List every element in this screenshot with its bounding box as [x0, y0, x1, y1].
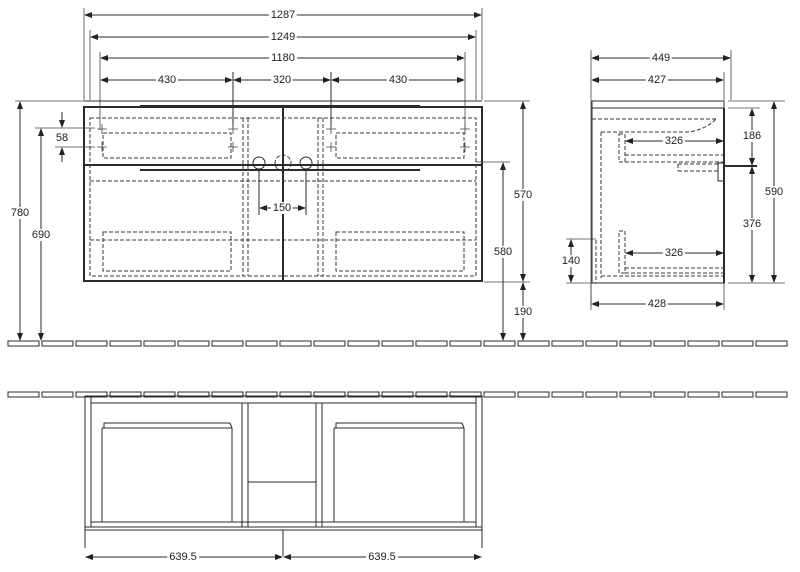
- front-view-cabinet: [83, 100, 483, 282]
- dim-tap-spacing: 150: [270, 202, 294, 214]
- dim-floor-clearance: 190: [511, 306, 535, 318]
- top-view: [84, 395, 483, 560]
- dim-top-half-left: 639.5: [167, 551, 199, 563]
- dim-width-drawers: 1180: [269, 52, 297, 64]
- dim-side-depth-bottom: 428: [645, 298, 669, 310]
- dim-width-carcass: 1249: [268, 31, 298, 43]
- dim-height-580: 580: [491, 246, 515, 258]
- front-right-dimensions: [476, 100, 530, 341]
- dim-height-570: 570: [511, 189, 535, 201]
- dim-height-780: 780: [8, 207, 32, 219]
- dim-side-height-top: 186: [740, 130, 764, 142]
- dim-side-height-total: 590: [762, 186, 786, 198]
- dim-height-690: 690: [29, 229, 53, 241]
- dim-center-segment: 320: [270, 74, 294, 86]
- dim-side-depth-overall: 449: [649, 52, 673, 64]
- dim-left-segment: 430: [155, 74, 179, 86]
- wall-strip: [7, 391, 788, 398]
- dim-mount-spacing: 58: [53, 132, 71, 144]
- dim-width-overall: 1287: [268, 9, 298, 21]
- floor-strip: [7, 340, 788, 347]
- side-view: [566, 50, 785, 310]
- dim-side-drawer-upper: 326: [662, 135, 686, 147]
- dim-top-half-right: 639.5: [366, 551, 398, 563]
- dim-right-segment: 430: [386, 74, 410, 86]
- dim-side-drawer-lower: 326: [662, 247, 686, 259]
- dim-side-height-lower: 376: [740, 218, 764, 230]
- dim-side-height-base: 140: [559, 255, 583, 267]
- dim-side-depth-top: 427: [645, 74, 669, 86]
